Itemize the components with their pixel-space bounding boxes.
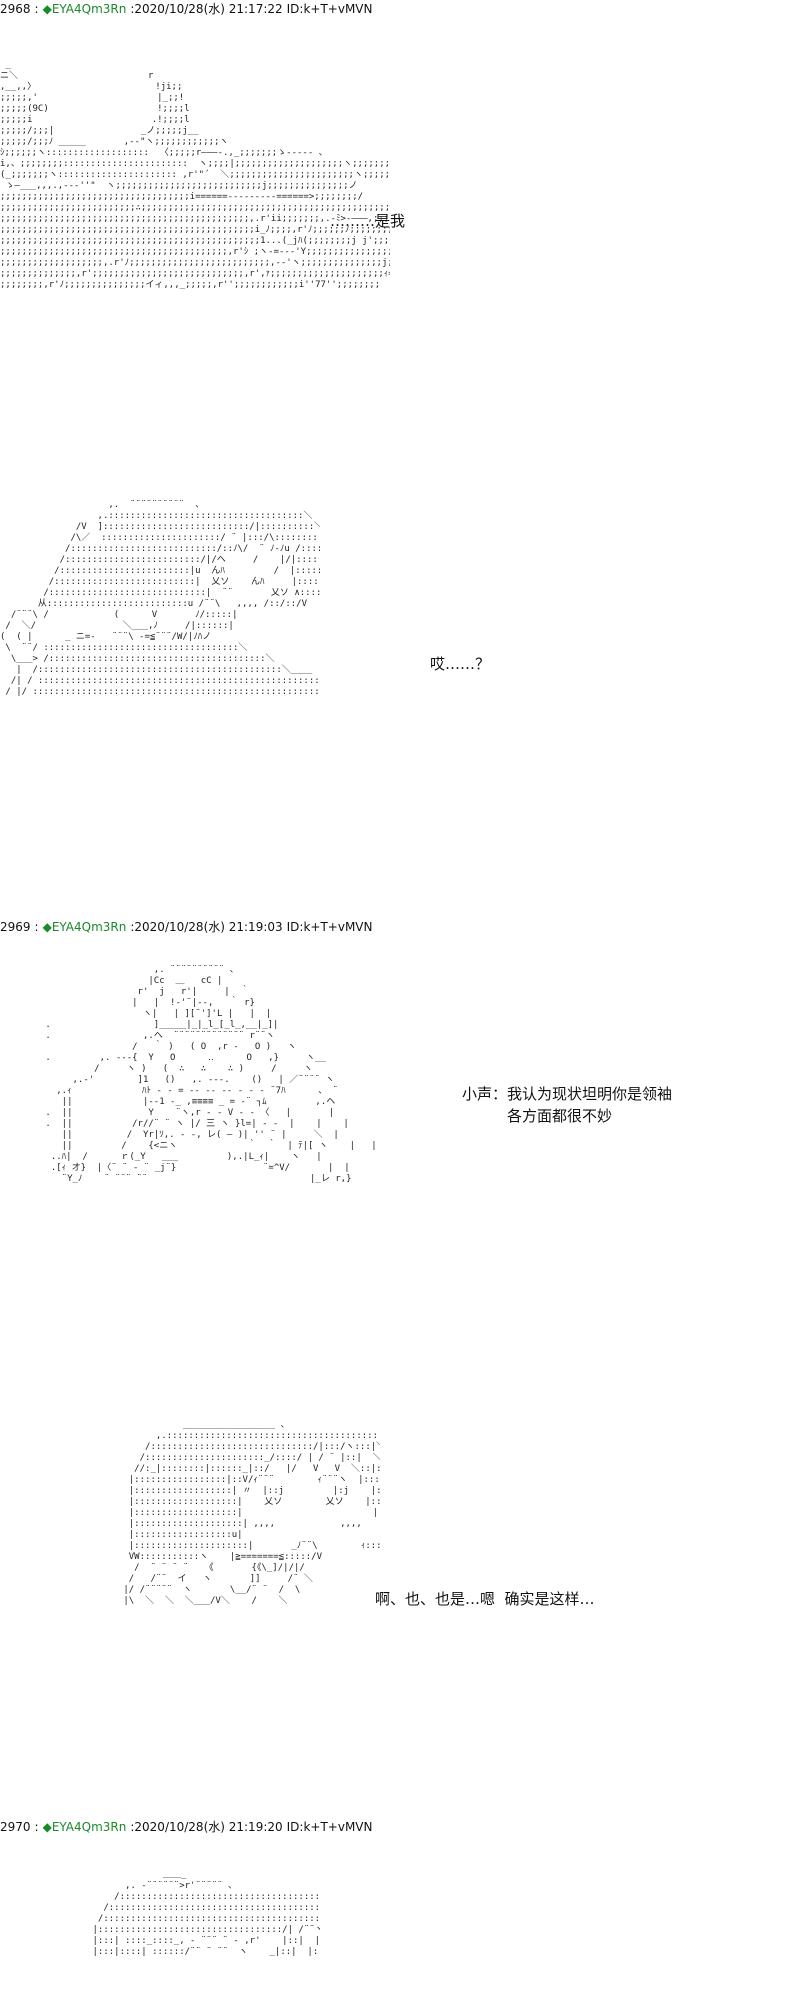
post-id: ID:k+T+vMVN	[286, 920, 373, 934]
post-colon: :	[34, 2, 39, 16]
dialogue-text: 哎……？	[430, 655, 491, 673]
post-id: ID:k+T+vMVN	[286, 1820, 373, 1834]
poster-trip-link[interactable]: ◆EYA4Qm3Rn	[42, 1820, 127, 1834]
post-number: 2969	[0, 920, 31, 934]
post-date: :2020/10/28(水) 21:17:22	[130, 2, 283, 16]
dialogue-text: 小声：我认为现状坦明你是领袖 各方面都很不妙	[462, 1085, 673, 1125]
post-colon: :	[34, 920, 39, 934]
post-colon: :	[34, 1820, 39, 1834]
ascii-art-panel-2: ,. ¨¨¨¨¨¨¨¨¨¨ 、 ,.::::::::::::::::::::::…	[0, 500, 320, 697]
post-id: ID:k+T+vMVN	[286, 2, 373, 16]
ascii-art-panel-3: ,. ¨¨¨¨¨¨¨¨¨¨ 、 |Cc ＿ cC | r' j r'| | ｀ …	[45, 965, 377, 1184]
post-date: :2020/10/28(水) 21:19:03	[130, 920, 283, 934]
post-number: 2968	[0, 2, 31, 16]
dialogue-text: 啊、也、也是…嗯 确实是这样…	[375, 1590, 595, 1608]
post-date: :2020/10/28(水) 21:19:20	[130, 1820, 283, 1834]
dialogue-text: ………是我	[330, 212, 406, 230]
post-number: 2970	[0, 1820, 31, 1834]
poster-trip-link[interactable]: ◆EYA4Qm3Rn	[42, 2, 127, 16]
ascii-art-panel-4: _________________ 、 ,.::::::::::::::::::…	[123, 1420, 380, 1606]
poster-trip-link[interactable]: ◆EYA4Qm3Rn	[42, 920, 127, 934]
ascii-art-panel-5: ＿＿_ ,. ‐¨¨¨¨¨¨>r'¨¨¨¨¨ 、 /::::::::::::::…	[92, 1870, 321, 1957]
ascii-art-panel-1: _ ニ＼ r ,__,,〉 !ji;; ;;;;;,' |_;;! ;;;;;(…	[0, 60, 390, 290]
